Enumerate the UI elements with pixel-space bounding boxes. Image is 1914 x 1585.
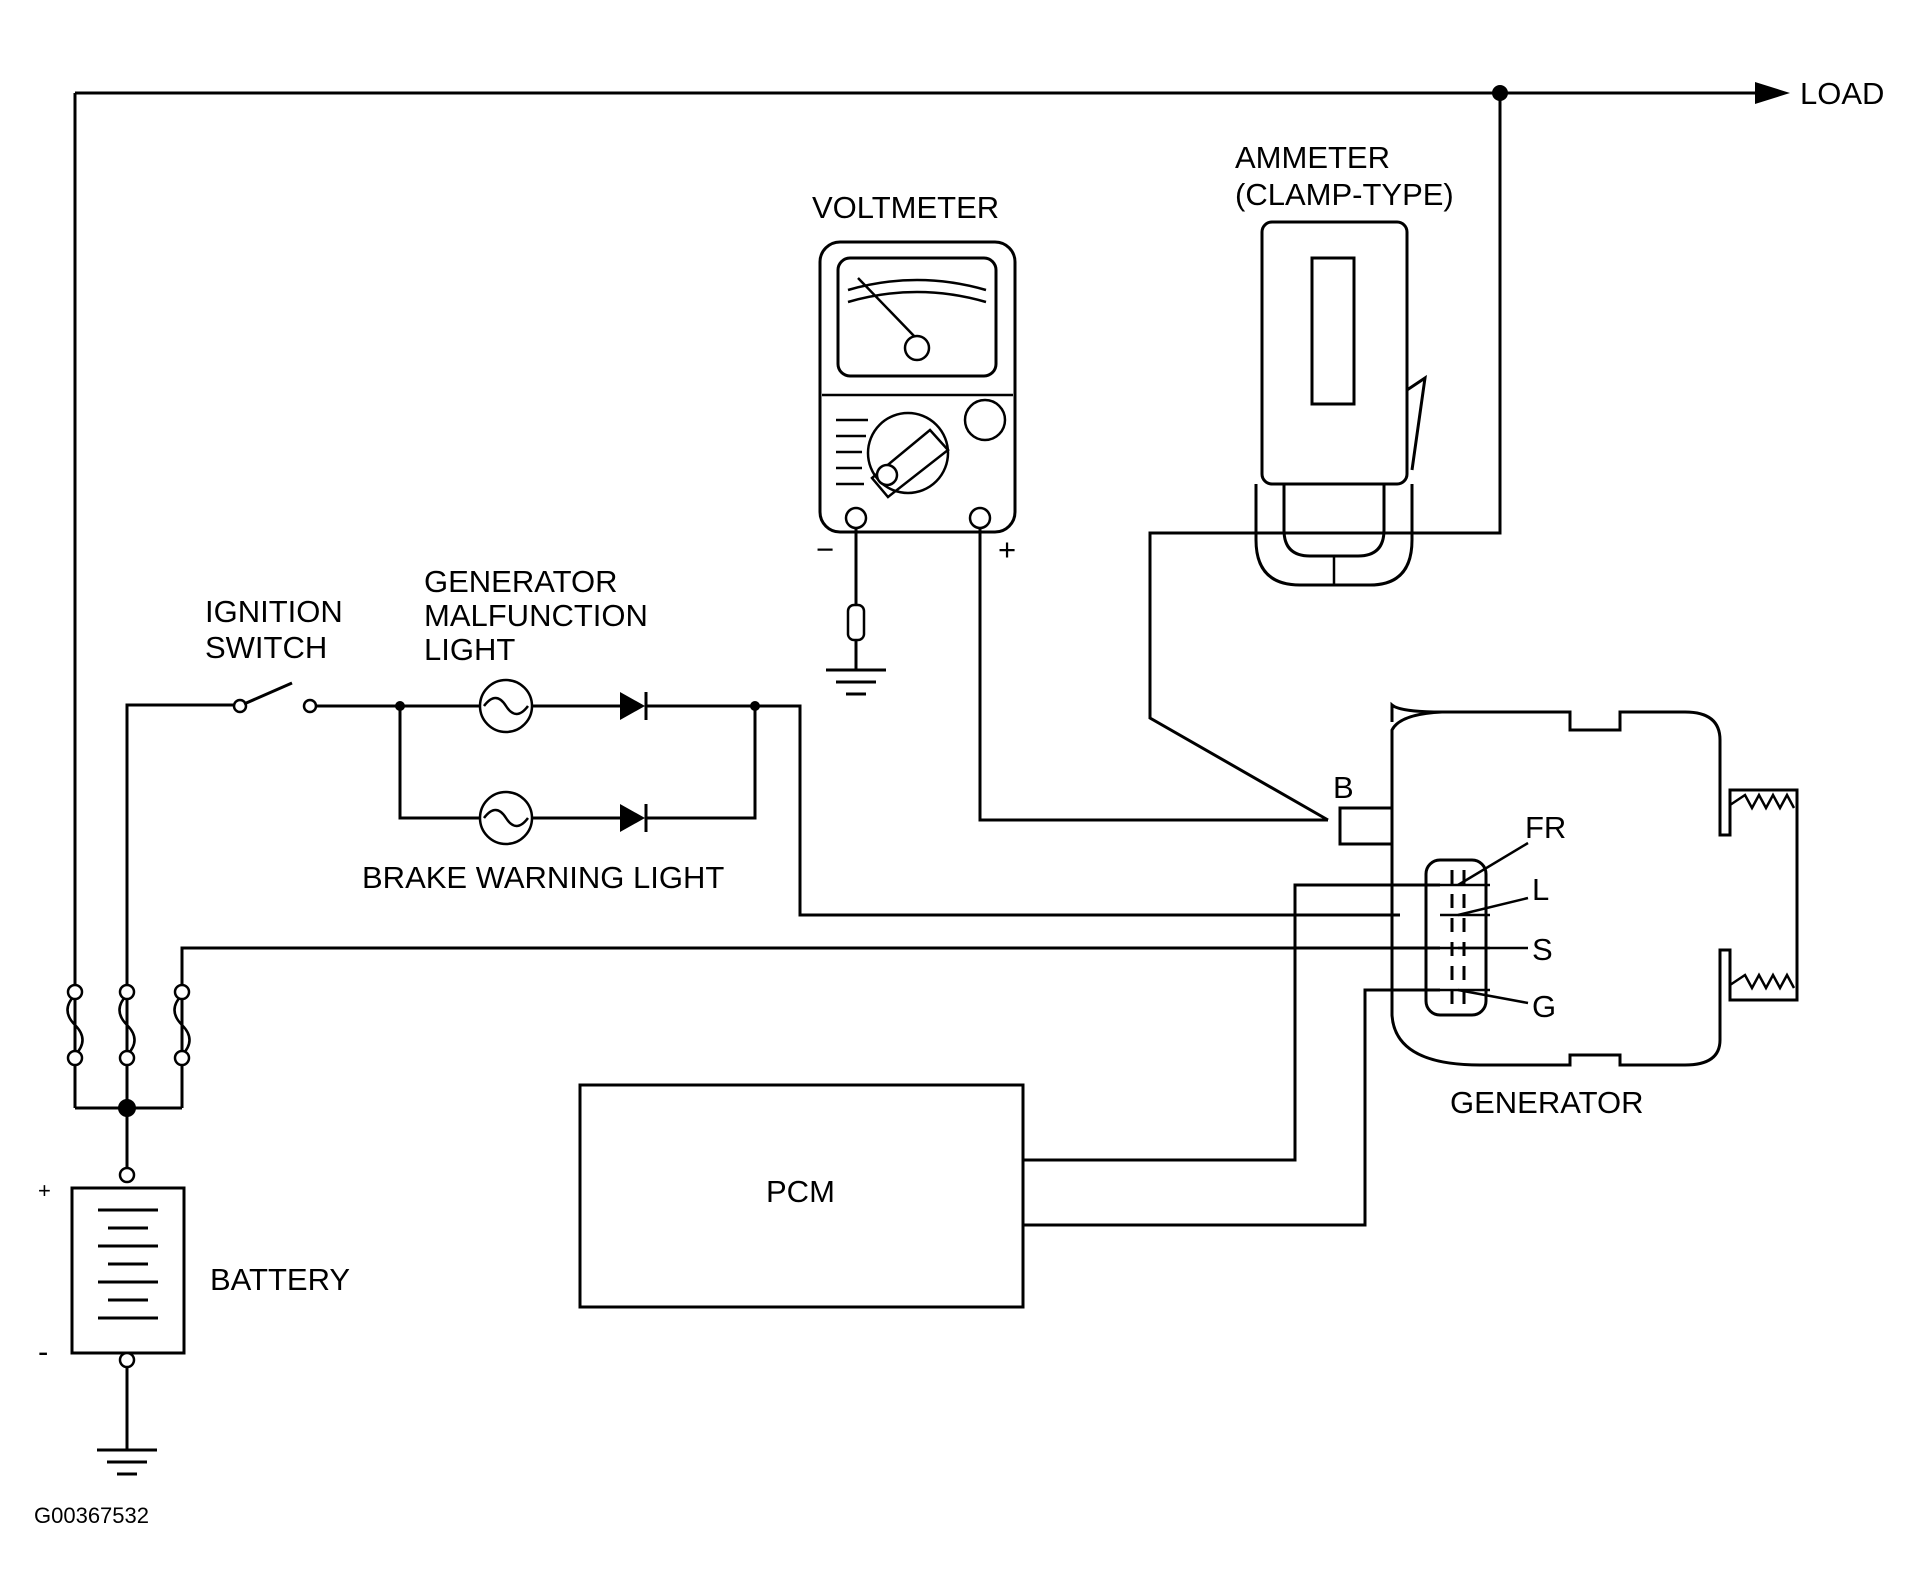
voltmeter-label: VOLTMETER: [812, 190, 999, 225]
pcm-g-wire: [1023, 988, 1440, 1227]
load-label: LOAD: [1800, 76, 1884, 111]
ammeter-label: AMMETER: [1235, 140, 1390, 175]
generator: [1338, 701, 1799, 1067]
gml-label-1: GENERATOR: [424, 564, 618, 599]
ignition-switch-label: IGNITION: [205, 594, 343, 629]
load-line: [73, 82, 1790, 1108]
gml-label-2: MALFUNCTION: [424, 598, 648, 633]
brake-warning-light-label: BRAKE WARNING LIGHT: [362, 860, 724, 895]
pcm-label: PCM: [766, 1174, 835, 1209]
generator-label: GENERATOR: [1450, 1085, 1644, 1120]
pcm-box: [578, 1083, 1025, 1309]
voltmeter-negative-sign: −: [816, 532, 834, 567]
figure-id: G00367532: [34, 1503, 149, 1528]
voltmeter: [818, 240, 1328, 822]
battery-positive-sign: +: [38, 1178, 51, 1203]
pcm-fr-wire: [1023, 883, 1440, 1162]
terminal-g-label: G: [1532, 989, 1556, 1024]
battery-label: BATTERY: [210, 1262, 350, 1297]
brake-warning-light: [398, 706, 757, 846]
ignition-switch-label-2: SWITCH: [205, 630, 327, 665]
terminal-b-label: B: [1333, 770, 1354, 805]
fuse-block: [66, 983, 191, 1170]
ammeter-clamp: [1254, 220, 1427, 587]
battery: [70, 1166, 186, 1476]
battery-negative-sign: -: [38, 1334, 48, 1369]
gml-label-3: LIGHT: [424, 632, 515, 667]
terminal-fr-label: FR: [1525, 810, 1566, 845]
terminal-s-label: S: [1532, 932, 1553, 967]
ignition-switch: [125, 681, 400, 1108]
terminal-l-label: L: [1532, 872, 1549, 907]
ammeter-type-label: (CLAMP-TYPE): [1235, 177, 1454, 212]
voltmeter-positive-sign: +: [998, 532, 1016, 567]
